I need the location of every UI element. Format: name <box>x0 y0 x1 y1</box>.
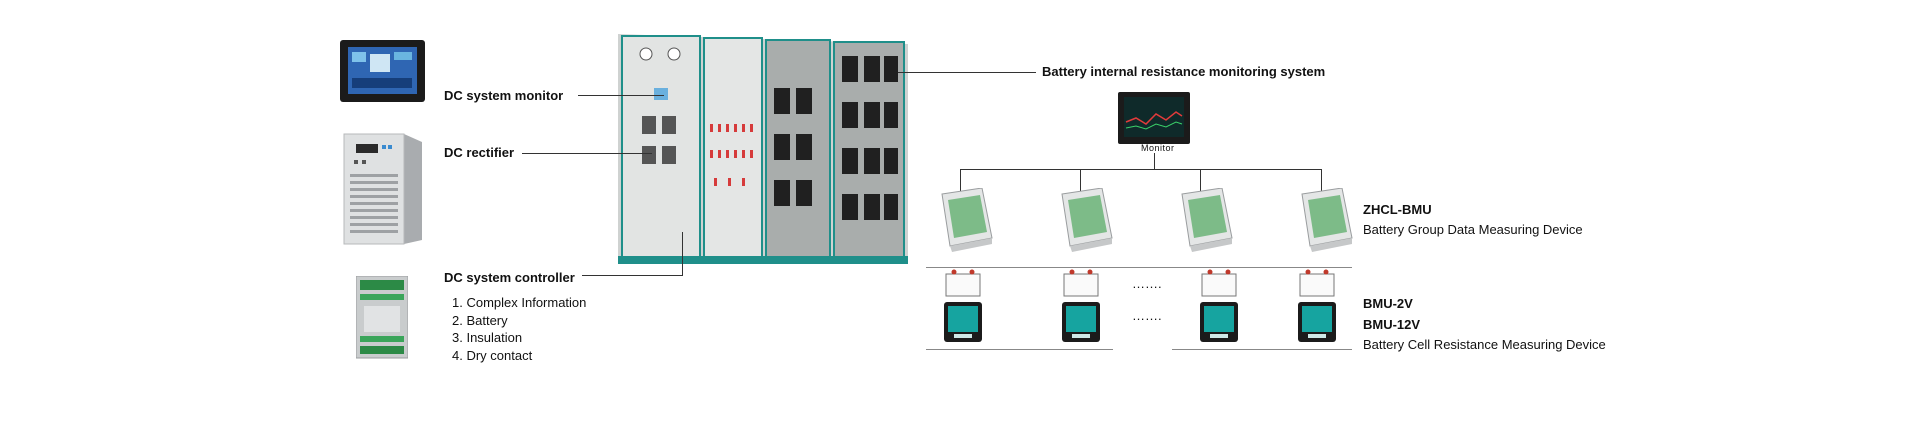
tree-branch <box>960 169 1322 170</box>
dc-system-monitor-image <box>340 40 425 102</box>
ellipsis-top: ……. <box>1132 276 1162 291</box>
system-title: Battery internal resistance monitoring s… <box>1042 64 1326 79</box>
feature-item: 1. Complex Information <box>452 295 587 310</box>
bus-line-bottom-left <box>926 349 1113 350</box>
feature-item: 2. Battery <box>452 312 508 328</box>
zhcl-bmu-device <box>1181 188 1233 252</box>
zhcl-bmu-device <box>1061 188 1113 252</box>
dc-system-controller-image <box>356 276 408 359</box>
bmu-2v-model: BMU-2V <box>1363 296 1413 311</box>
rectifier-leader-line <box>522 153 652 154</box>
monitor-leader-line <box>578 95 664 96</box>
feature-item: 3. Insulation <box>452 330 523 345</box>
dc-rectifier-label: DC rectifier <box>444 145 515 160</box>
tree-drop <box>1200 169 1201 191</box>
bus-line-top <box>926 267 1352 268</box>
tree-trunk <box>1154 153 1155 169</box>
monitor-caption: Monitor <box>1141 143 1175 153</box>
system-leader-line <box>898 72 1036 73</box>
dc-rectifier-image <box>343 133 422 245</box>
tree-drop <box>1080 169 1081 191</box>
controller-leader-line <box>582 275 682 276</box>
dc-cabinet-image <box>618 34 908 264</box>
tree-drop <box>1321 169 1322 191</box>
bmu-12v-model: BMU-12V <box>1363 317 1421 332</box>
zhcl-bmu-description: Battery Group Data Measuring Device <box>1363 222 1583 237</box>
zhcl-bmu-device <box>1301 188 1353 252</box>
bmu-cell-unit <box>1200 269 1238 342</box>
feature-item: 4. Dry contact <box>452 347 533 363</box>
bmu-cell-unit <box>1062 269 1100 342</box>
bmu-cell-unit <box>944 269 982 342</box>
bmu-cell-description: Battery Cell Resistance Measuring Device <box>1363 337 1606 352</box>
dc-system-controller-label: DC system controller <box>444 270 575 285</box>
zhcl-bmu-device <box>941 188 993 252</box>
dc-system-monitor-label: DC system monitor <box>444 88 564 103</box>
ellipsis-bottom: ……. <box>1132 308 1162 323</box>
bmu-cell-unit <box>1298 269 1336 342</box>
controller-feature-list: 1. Complex Information 2. Battery 3. Ins… <box>452 294 586 364</box>
controller-leader-line-vertical <box>682 232 683 276</box>
bus-line-bottom-right <box>1172 349 1352 350</box>
resistance-monitor-image <box>1118 92 1190 144</box>
tree-drop <box>960 169 961 191</box>
zhcl-bmu-model: ZHCL-BMU <box>1363 202 1432 217</box>
